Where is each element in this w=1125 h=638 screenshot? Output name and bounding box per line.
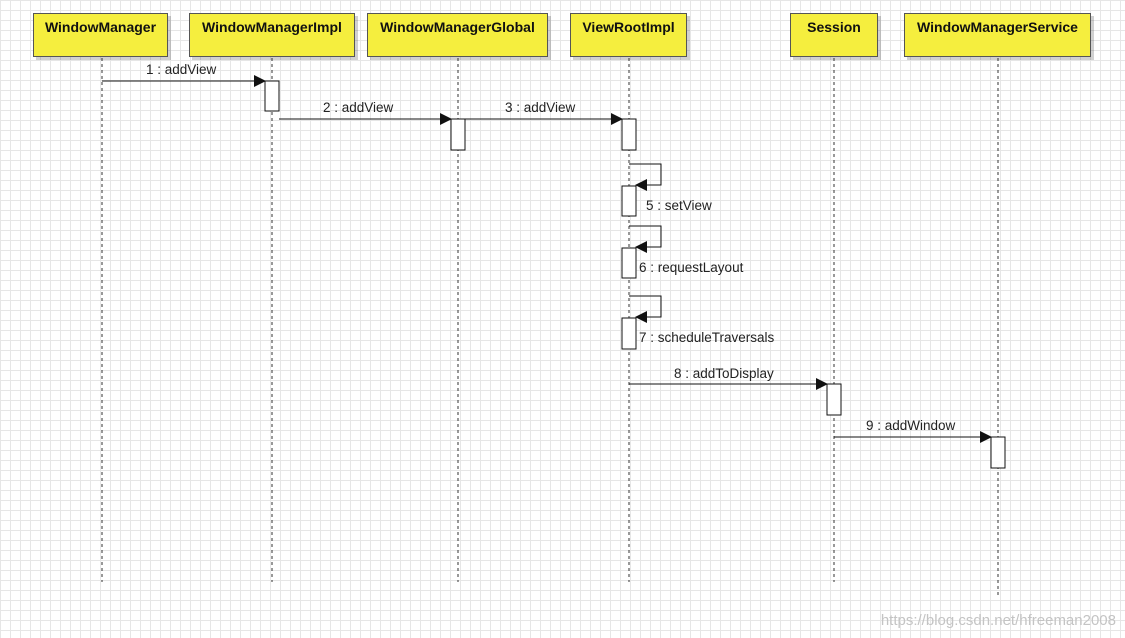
self-loop-7 [629, 295, 662, 323]
participant-session: Session [790, 13, 878, 57]
message-label-5: 5 : setView [646, 198, 712, 213]
message-label-9: 9 : addWindow [866, 418, 956, 433]
message-label-8: 8 : addToDisplay [674, 366, 774, 381]
participant-windowmanagerimpl: WindowManagerImpl [189, 13, 355, 57]
self-loop-6 [629, 225, 662, 253]
participant-windowmanagerservice: WindowManagerService [904, 13, 1091, 57]
activation-viewrootimpl-7 [621, 317, 637, 350]
activation-windowmanagerservice [990, 436, 1006, 469]
activation-viewrootimpl-3 [621, 118, 637, 151]
activation-viewrootimpl-5 [621, 185, 637, 217]
participant-windowmanager: WindowManager [33, 13, 168, 57]
self-loop-5 [629, 163, 662, 191]
message-label-3: 3 : addView [505, 100, 576, 115]
participant-windowmanagerglobal: WindowManagerGlobal [367, 13, 548, 57]
message-label-1: 1 : addView [146, 62, 217, 77]
activation-viewrootimpl-6 [621, 247, 637, 279]
activation-windowmanagerimpl [264, 80, 280, 112]
activation-session [826, 383, 842, 416]
activation-windowmanagerglobal [450, 118, 466, 151]
message-label-6: 6 : requestLayout [639, 260, 744, 275]
participant-viewrootimpl: ViewRootImpl [570, 13, 687, 57]
watermark: https://blog.csdn.net/hfreeman2008 [880, 612, 1116, 629]
message-label-2: 2 : addView [323, 100, 394, 115]
lifelines [101, 58, 999, 595]
message-label-7: 7 : scheduleTraversals [639, 330, 775, 345]
